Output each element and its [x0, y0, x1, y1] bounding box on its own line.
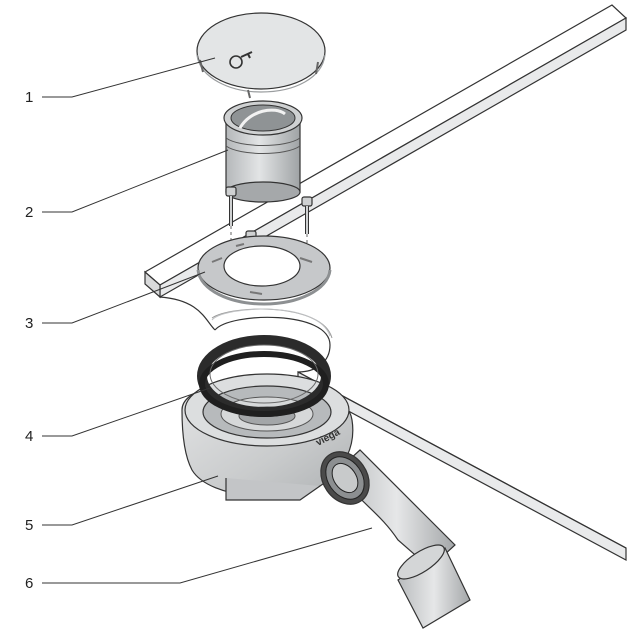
callout-6-number: 6 — [25, 575, 33, 592]
outlet-nut — [320, 451, 370, 505]
callout-4-number: 4 — [25, 428, 33, 445]
callout-3: 3 — [25, 271, 206, 332]
callout-4: 4 — [25, 387, 211, 445]
odour-trap-insert — [223, 100, 303, 203]
callout-2-number: 2 — [25, 204, 33, 221]
outlet-elbow — [320, 449, 471, 629]
callout-3-leader — [42, 271, 206, 324]
callout-5-number: 5 — [25, 517, 33, 534]
clamping-ring — [196, 235, 332, 306]
callout-5: 5 — [25, 475, 219, 534]
callout-1: 1 — [25, 57, 216, 106]
callout-5-leader — [42, 475, 219, 526]
callout-6-leader — [42, 527, 373, 584]
screw-right — [301, 196, 313, 234]
callout-1-number: 1 — [25, 89, 33, 106]
callout-1-leader — [42, 57, 216, 98]
flat-gasket — [211, 308, 331, 337]
callout-3-number: 3 — [25, 315, 33, 332]
cover-cap — [196, 12, 326, 99]
shower-tray-panel — [143, 4, 628, 562]
callout-4-leader — [42, 387, 211, 437]
callout-2: 2 — [25, 149, 229, 221]
callout-6: 6 — [25, 527, 373, 592]
callout-2-leader — [42, 149, 229, 213]
key-icon — [229, 51, 253, 69]
screw-left — [225, 186, 237, 226]
sealing-ring — [197, 335, 331, 417]
